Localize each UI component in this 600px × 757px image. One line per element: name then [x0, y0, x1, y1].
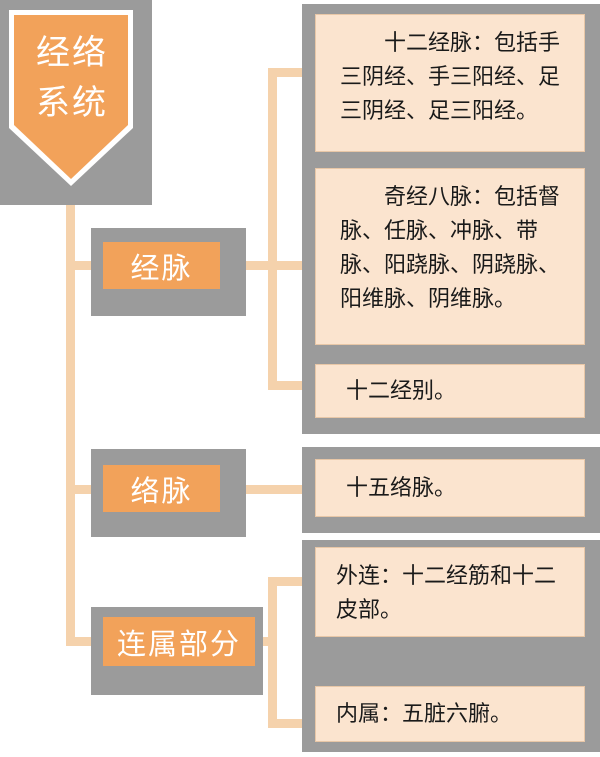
- lianshu-bracket-middle: [255, 637, 277, 646]
- trunk-branch-3: [66, 637, 106, 646]
- detail-card-qijing-bamai: 奇经八脉：包括督脉、任脉、冲脉、带脉、阳跷脉、阴跷脉、阳维脉、阴维脉。: [315, 168, 585, 345]
- jingmai-bracket-vertical: [268, 68, 277, 390]
- detail-text-shi-er-jingmai: 十二经脉：包括手三阴经、手三阳经、足三阴经、足三阳经。: [340, 31, 561, 124]
- main-trunk-line: [66, 200, 75, 646]
- detail-text-shiwu-luomai: 十五络脉。: [346, 476, 457, 501]
- jingmai-bracket-middle: [220, 261, 320, 270]
- jingmai-bracket-top: [268, 68, 320, 77]
- jingmai-bracket-bottom: [268, 381, 320, 390]
- detail-text-qijing-bamai: 奇经八脉：包括督脉、任脉、冲脉、带脉、阳跷脉、阴跷脉、阳维脉、阴维脉。: [340, 185, 561, 312]
- detail-text-shi-er-jingbie: 十二经别。: [346, 379, 457, 404]
- branch-luomai: 络脉: [103, 465, 220, 512]
- detail-card-shi-er-jingmai: 十二经脉：包括手三阴经、手三阳经、足三阴经、足三阳经。: [315, 14, 585, 152]
- detail-text-wailian: 外连：十二经筋和十二皮部。: [336, 564, 557, 623]
- trunk-branch-1: [66, 261, 106, 270]
- lianshu-bracket-vertical: [268, 577, 277, 728]
- title-box: 经络系统: [9, 10, 133, 186]
- branch-jingmai: 经脉: [103, 242, 220, 289]
- detail-text-neishu: 内属：五脏六腑。: [336, 702, 513, 727]
- lianshu-bracket-top: [268, 577, 320, 586]
- trunk-branch-2: [66, 485, 106, 494]
- detail-card-shi-er-jingbie: 十二经别。: [315, 364, 585, 418]
- branch-lianshu: 连属部分: [103, 617, 255, 666]
- title-text: 经络系统: [36, 33, 108, 123]
- detail-card-wailian: 外连：十二经筋和十二皮部。: [315, 547, 585, 637]
- title-shape: [9, 10, 133, 186]
- lianshu-bracket-bottom: [268, 719, 320, 728]
- luomai-connector: [220, 485, 320, 494]
- detail-card-neishu: 内属：五脏六腑。: [315, 686, 585, 742]
- detail-card-shiwu-luomai: 十五络脉。: [315, 459, 585, 517]
